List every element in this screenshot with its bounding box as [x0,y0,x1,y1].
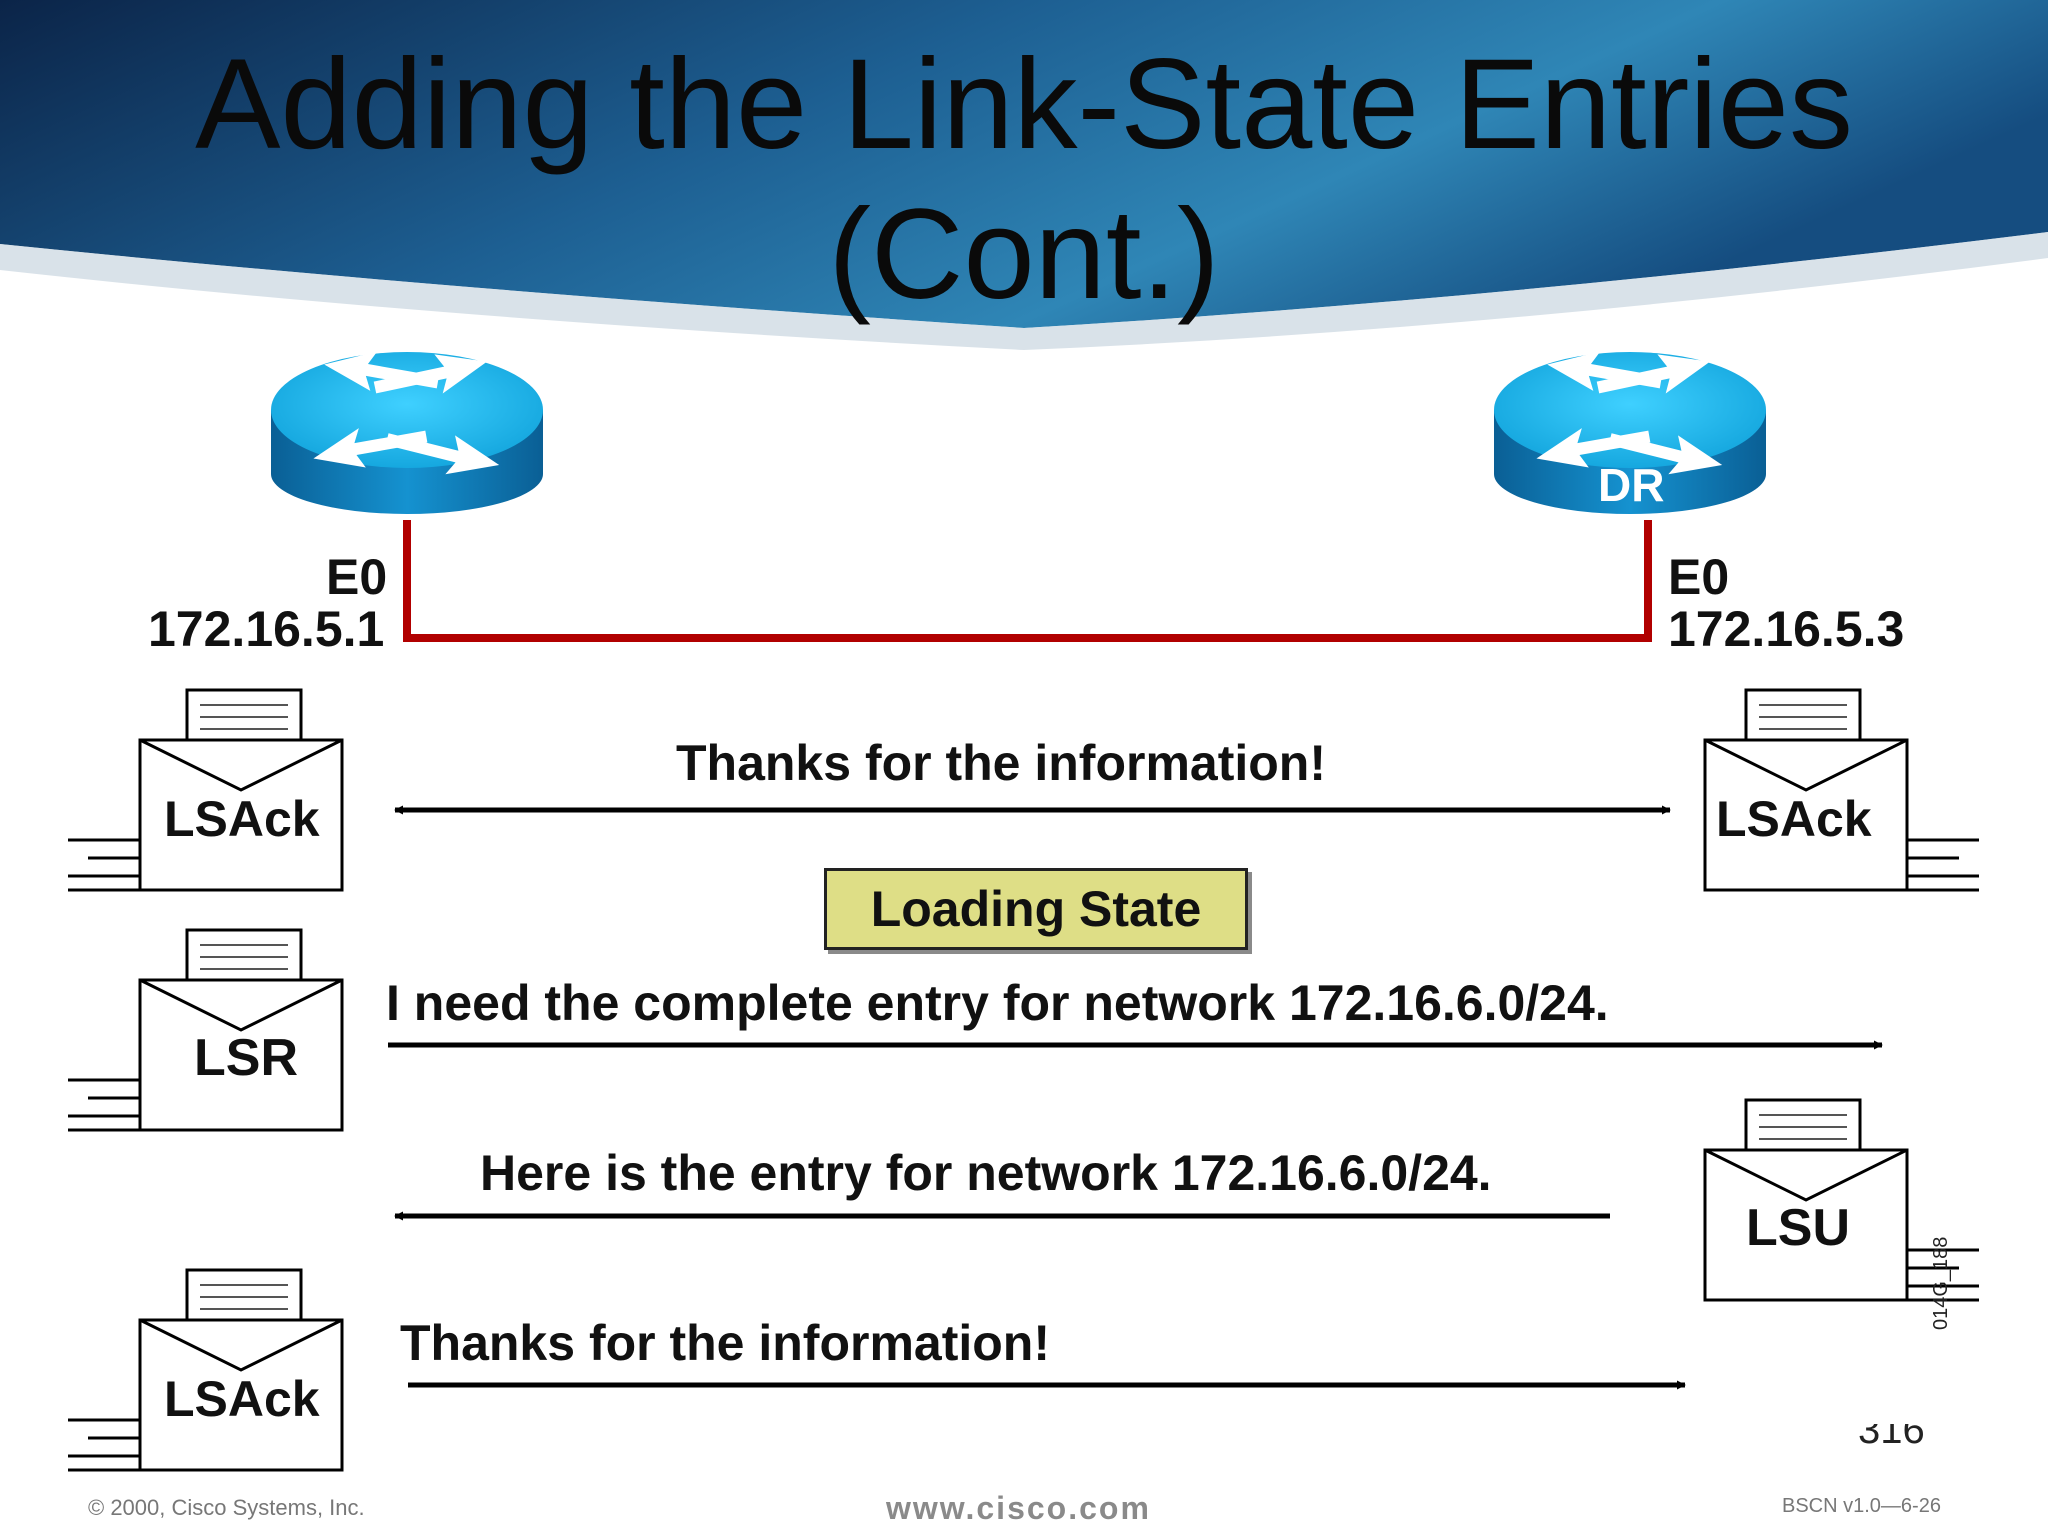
slide-title-line-2: (Cont.) [828,183,1220,326]
packet-label-lsack-left-1: LSAck [164,791,320,847]
figure-id: 014G_188 [1930,1236,1952,1330]
right-router-badge: DR [1598,459,1665,511]
message-thanks-2: Thanks for the information! [400,1315,1050,1371]
envelope-icon-lsu-right [1703,1098,1979,1302]
envelope-icon-lsack-left-1 [68,688,344,892]
network-link [403,520,1652,642]
packet-label-lsu: LSU [1746,1199,1850,1257]
right-router-icon [1494,351,1766,514]
message-reply: Here is the entry for network 172.16.6.0… [480,1145,1492,1201]
header-banner [0,0,2048,350]
packet-label-lsr: LSR [194,1029,298,1087]
message-thanks-1: Thanks for the information! [676,735,1326,791]
footer-course-code: BSCN v1.0—6-26 [1782,1495,1941,1517]
slide-title-line-1: Adding the Link-State Entries [195,33,1853,176]
packet-label-lsack-left-2: LSAck [164,1371,320,1427]
left-interface-label: E0 [326,549,388,605]
envelope-icon-lsack-right [1703,688,1979,892]
footer-website: www.cisco.com [886,1490,1151,1526]
left-ip-label: 172.16.5.1 [148,601,385,657]
page-number: 316 [1858,1424,1925,1446]
footer-copyright: © 2000, Cisco Systems, Inc. [88,1495,365,1520]
right-interface-label: E0 [1668,549,1730,605]
loading-state-badge: Loading State [824,868,1248,950]
right-ip-label: 172.16.5.3 [1668,601,1905,657]
envelope-icon-lsack-left-2 [68,1268,344,1472]
loading-state-label: Loading State [870,881,1202,937]
left-router-icon [271,351,543,514]
envelope-icon-lsr-left [68,928,344,1132]
message-request: I need the complete entry for network 17… [386,975,1609,1031]
packet-label-lsack-right: LSAck [1716,791,1872,847]
